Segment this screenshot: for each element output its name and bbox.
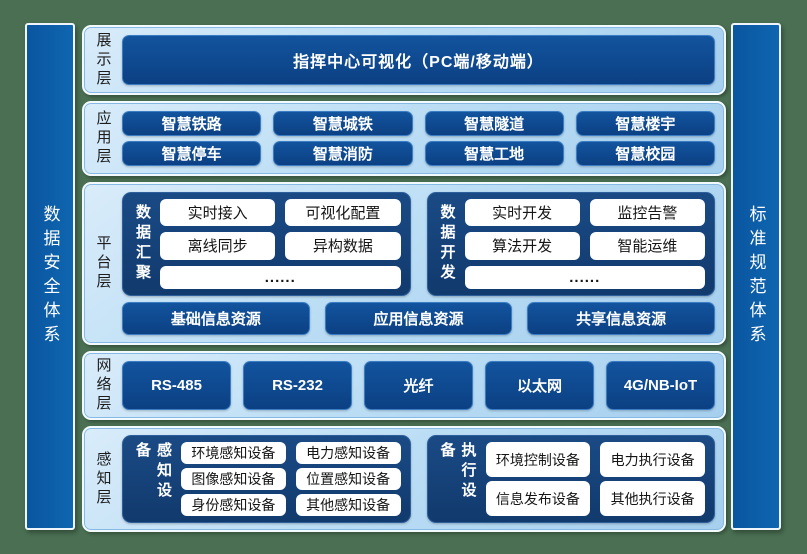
platform-pill: 离线同步 [160, 232, 276, 260]
network-box: RS-232 [243, 361, 352, 410]
network-box: RS-485 [122, 361, 231, 410]
group-data-development-pills: 实时开发 监控告警 算法开发 智能运维 ...... [464, 199, 705, 289]
resource-box: 应用信息资源 [324, 302, 513, 335]
layer-display-label: 展示层 [94, 31, 112, 89]
group-sensing-devices-title: 感知设备 [134, 442, 172, 502]
resource-box: 共享信息资源 [527, 302, 715, 335]
layer-perception-label-wrap: 感知层 [84, 428, 122, 530]
layer-application-label-wrap: 应用层 [84, 103, 122, 174]
group-data-development-title: 数据开发 [438, 204, 456, 284]
group-actuator-devices-pills: 环境控制设备 电力执行设备 信息发布设备 其他执行设备 [485, 442, 705, 516]
layer-display-content: 指挥中心可视化（PC端/移动端） [122, 27, 724, 93]
layer-platform-content: 数据汇聚 实时接入 可视化配置 离线同步 异构数据 ...... 数据开发 [122, 184, 724, 343]
sensing-pill: 电力感知设备 [295, 442, 401, 464]
layer-platform: 平台层 数据汇聚 实时接入 可视化配置 离线同步 异构数据 ...... [82, 182, 726, 345]
app-box: 智慧隧道 [424, 111, 564, 136]
network-box: 光纤 [364, 361, 473, 410]
app-box: 智慧消防 [273, 141, 413, 166]
layer-display: 展示层 指挥中心可视化（PC端/移动端） [82, 25, 726, 95]
platform-resources: 基础信息资源 应用信息资源 共享信息资源 [122, 302, 715, 335]
platform-pill: 实时开发 [464, 199, 580, 227]
pillar-standards-label: 标准规范体系 [746, 204, 766, 349]
group-sensing-devices: 感知设备 环境感知设备 电力感知设备 图像感知设备 位置感知设备 身份感知设备 … [122, 435, 411, 523]
app-box: 智慧校园 [575, 141, 715, 166]
layer-network-content: RS-485 RS-232 光纤 以太网 4G/NB-IoT [122, 353, 724, 418]
group-sensing-devices-title-wrap: 感知设备 [132, 442, 174, 516]
platform-pill-more: ...... [464, 265, 705, 289]
actuator-pill: 信息发布设备 [485, 481, 591, 516]
group-data-aggregation: 数据汇聚 实时接入 可视化配置 离线同步 异构数据 ...... [122, 192, 411, 296]
network-box: 以太网 [485, 361, 594, 410]
group-actuator-devices: 执行设备 环境控制设备 电力执行设备 信息发布设备 其他执行设备 [426, 435, 715, 523]
platform-pill: 智能运维 [589, 232, 705, 260]
group-data-development-title-wrap: 数据开发 [437, 199, 458, 289]
layer-perception: 感知层 感知设备 环境感知设备 电力感知设备 图像感知设备 位置感知设备 身份感… [82, 426, 726, 532]
pillar-data-security: 数据安全体系 [25, 23, 75, 530]
group-actuator-devices-title: 执行设备 [438, 442, 477, 502]
layer-network-label: 网络层 [94, 357, 112, 414]
layer-perception-content: 感知设备 环境感知设备 电力感知设备 图像感知设备 位置感知设备 身份感知设备 … [122, 428, 724, 530]
sensing-pill: 身份感知设备 [181, 494, 286, 516]
platform-groups: 数据汇聚 实时接入 可视化配置 离线同步 异构数据 ...... 数据开发 [122, 192, 715, 296]
layer-network-label-wrap: 网络层 [84, 353, 122, 418]
sensing-pill: 环境感知设备 [181, 442, 286, 464]
app-box: 智慧工地 [424, 141, 564, 166]
app-box: 智慧楼宇 [575, 111, 715, 136]
app-box: 智慧停车 [122, 141, 262, 166]
group-sensing-devices-pills: 环境感知设备 电力感知设备 图像感知设备 位置感知设备 身份感知设备 其他感知设… [181, 442, 401, 516]
layer-display-label-wrap: 展示层 [84, 27, 122, 93]
actuator-pill: 电力执行设备 [600, 442, 705, 477]
group-data-aggregation-title: 数据汇聚 [134, 204, 151, 284]
group-data-development: 数据开发 实时开发 监控告警 算法开发 智能运维 ...... [426, 192, 715, 296]
pillar-data-security-label: 数据安全体系 [40, 204, 60, 349]
group-data-aggregation-pills: 实时接入 可视化配置 离线同步 异构数据 ...... [160, 199, 401, 289]
group-data-aggregation-title-wrap: 数据汇聚 [132, 199, 153, 289]
app-box: 智慧铁路 [122, 111, 262, 136]
actuator-pill: 环境控制设备 [485, 442, 591, 477]
sensing-pill: 图像感知设备 [181, 468, 286, 490]
app-box: 智慧城铁 [273, 111, 413, 136]
layer-platform-label: 平台层 [94, 235, 112, 292]
pillar-standards: 标准规范体系 [731, 23, 781, 530]
layer-application-label: 应用层 [94, 110, 112, 167]
platform-pill-more: ...... [160, 265, 401, 289]
actuator-pill: 其他执行设备 [600, 481, 705, 516]
display-command-center-box: 指挥中心可视化（PC端/移动端） [122, 35, 715, 85]
layer-perception-label: 感知层 [94, 450, 112, 508]
platform-pill: 监控告警 [589, 199, 705, 227]
platform-pill: 可视化配置 [285, 199, 401, 227]
sensing-pill: 其他感知设备 [295, 494, 401, 516]
layer-application: 应用层 智慧铁路 智慧城铁 智慧隧道 智慧楼宇 智慧停车 智慧消防 智慧工地 智… [82, 101, 726, 176]
layer-platform-label-wrap: 平台层 [84, 184, 122, 343]
resource-box: 基础信息资源 [122, 302, 310, 335]
sensing-pill: 位置感知设备 [295, 468, 401, 490]
platform-pill: 算法开发 [464, 232, 580, 260]
platform-pill: 异构数据 [285, 232, 401, 260]
layer-network: 网络层 RS-485 RS-232 光纤 以太网 4G/NB-IoT [82, 351, 726, 420]
layer-application-content: 智慧铁路 智慧城铁 智慧隧道 智慧楼宇 智慧停车 智慧消防 智慧工地 智慧校园 [122, 103, 724, 174]
platform-pill: 实时接入 [160, 199, 276, 227]
network-box: 4G/NB-IoT [606, 361, 715, 410]
group-actuator-devices-title-wrap: 执行设备 [437, 442, 479, 516]
layer-panels: 展示层 指挥中心可视化（PC端/移动端） 应用层 智慧铁路 智慧城铁 智慧隧道 … [82, 25, 726, 532]
